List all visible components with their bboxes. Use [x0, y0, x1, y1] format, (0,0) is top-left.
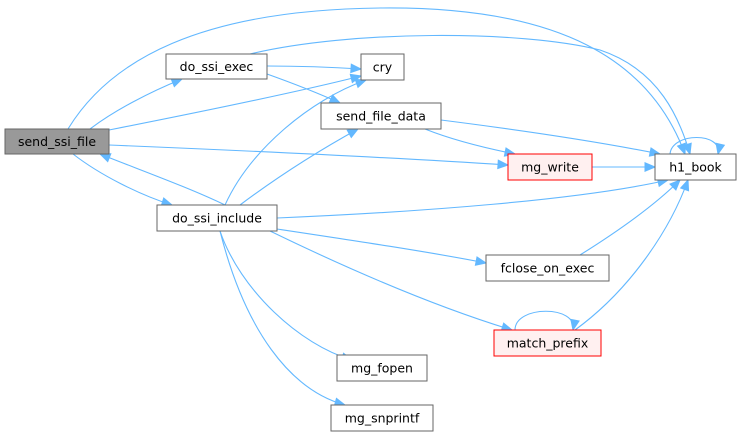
edge-match-prefix-to-h1-book-arrowhead [679, 178, 690, 192]
node-label: mg_write [521, 160, 579, 175]
node-send-file-data[interactable]: send_file_data [320, 102, 442, 130]
edge-send-file-data-to-h1-book [440, 119, 662, 157]
edge-do-ssi-include-to-send-ssi-file-line [99, 153, 226, 206]
edge-send-ssi-file-to-do-ssi-include-line [72, 153, 173, 206]
node-box[interactable] [493, 329, 602, 357]
edge-send-ssi-file-to-do-ssi-include [72, 153, 174, 207]
edge-do-ssi-exec-to-send-file-data [266, 73, 342, 104]
node-box[interactable] [507, 153, 593, 181]
node-mg-fopen[interactable]: mg_fopen [336, 354, 428, 382]
edge-send-ssi-file-to-cry [108, 73, 363, 131]
node-box[interactable] [165, 53, 268, 80]
edge-h1-book-to-h1-book [669, 136, 726, 156]
node-label: mg_snprintf [345, 411, 420, 426]
node-box[interactable] [360, 53, 405, 81]
edge-send-ssi-file-to-mg-write [108, 144, 510, 170]
edge-do-ssi-include-to-cry-line [224, 79, 367, 206]
edge-match-prefix-to-h1-book-line [574, 179, 689, 331]
edge-do-ssi-include-to-cry-arrowhead [354, 78, 368, 89]
edge-do-ssi-exec-to-cry-arrowhead [350, 63, 363, 74]
node-mg-write[interactable]: mg_write [507, 153, 593, 181]
edge-do-ssi-include-to-send-ssi-file-arrowhead [98, 153, 112, 163]
edge-do-ssi-include-to-mg-snprintf-line [219, 230, 346, 406]
node-label: do_ssi_include [172, 211, 262, 226]
edge-do-ssi-exec-to-h1-book-arrowhead [682, 142, 692, 156]
node-label: send_ssi_file [18, 134, 96, 149]
edge-do-ssi-include-to-mg-fopen-line [219, 230, 353, 361]
node-box[interactable] [320, 102, 442, 130]
node-match-prefix[interactable]: match_prefix [493, 329, 602, 357]
edge-do-ssi-include-to-mg-fopen [219, 230, 354, 362]
node-box[interactable] [4, 128, 110, 155]
node-do-ssi-include[interactable]: do_ssi_include [156, 204, 278, 232]
node-label: do_ssi_exec [180, 59, 254, 74]
node-cry[interactable]: cry [360, 53, 405, 81]
edge-send-ssi-file-to-cry-line [108, 75, 362, 131]
node-h1-book[interactable]: h1_book [654, 153, 737, 181]
edge-fclose-on-exec-to-h1-book-line [579, 179, 681, 256]
edge-do-ssi-include-to-fclose-on-exec [276, 228, 488, 266]
node-fclose-on-exec[interactable]: fclose_on_exec [485, 254, 610, 282]
node-label: cry [373, 60, 393, 75]
edge-do-ssi-exec-to-h1-book-line [249, 34, 691, 155]
edge-fclose-on-exec-to-h1-book-arrowhead [669, 179, 681, 191]
edge-do-ssi-include-to-match-prefix [269, 230, 514, 332]
node-label: fclose_on_exec [501, 261, 595, 276]
edge-match-prefix-to-match-prefix [514, 310, 580, 332]
edge-send-file-data-to-mg-write-line [424, 128, 516, 155]
edge-send-ssi-file-to-mg-write-line [108, 144, 509, 166]
edge-do-ssi-include-to-h1-book [276, 177, 670, 219]
edge-do-ssi-exec-to-send-file-data-line [266, 73, 341, 104]
node-box[interactable] [485, 254, 610, 282]
node-box[interactable] [654, 153, 737, 181]
edge-do-ssi-include-to-send-file-data-line [239, 128, 359, 206]
edge-do-ssi-exec-to-cry [266, 63, 363, 74]
edge-send-ssi-file-to-mg-write-arrowhead [497, 159, 510, 170]
node-do-ssi-exec[interactable]: do_ssi_exec [165, 53, 268, 80]
edge-fclose-on-exec-to-h1-book [579, 179, 681, 256]
edge-mg-write-to-h1-book [592, 162, 657, 172]
node-label: mg_fopen [351, 361, 413, 376]
node-label: send_file_data [336, 109, 426, 124]
node-send-ssi-file[interactable]: send_ssi_file [4, 128, 110, 155]
edge-send-ssi-file-to-h1-book-line [67, 7, 686, 155]
edge-do-ssi-include-to-fclose-on-exec-line [276, 228, 487, 264]
edge-mg-write-to-h1-book-arrowhead [644, 162, 657, 172]
edge-do-ssi-include-to-send-ssi-file [98, 153, 226, 206]
edge-do-ssi-include-to-h1-book-line [276, 179, 669, 219]
edge-do-ssi-include-to-send-file-data [239, 128, 360, 206]
edge-send-ssi-file-to-do-ssi-exec-arrowhead [170, 78, 184, 88]
node-box[interactable] [156, 204, 278, 232]
edge-do-ssi-exec-to-h1-book [249, 34, 692, 156]
edge-do-ssi-include-to-cry [224, 78, 368, 206]
edge-do-ssi-include-to-match-prefix-line [269, 230, 513, 331]
edge-send-file-data-to-h1-book-line [440, 119, 661, 155]
edge-do-ssi-include-to-send-file-data-arrowhead [346, 128, 360, 139]
edge-h1-book-to-h1-book-arrowhead [715, 142, 726, 156]
edge-send-ssi-file-to-do-ssi-exec-line [89, 78, 183, 130]
nodes-layer: send_ssi_file do_ssi_exec cry send_file_dat… [4, 53, 737, 432]
edge-do-ssi-include-to-fclose-on-exec-arrowhead [474, 256, 488, 266]
node-label: match_prefix [507, 336, 589, 351]
edge-match-prefix-to-match-prefix-line [514, 310, 574, 331]
edge-send-ssi-file-to-h1-book [67, 7, 686, 156]
node-mg-snprintf[interactable]: mg_snprintf [330, 404, 434, 432]
node-box[interactable] [336, 354, 428, 382]
node-label: h1_book [669, 160, 722, 175]
edge-match-prefix-to-h1-book [574, 178, 690, 331]
edge-match-prefix-to-match-prefix-arrowhead [570, 318, 580, 332]
edge-do-ssi-exec-to-cry-line [266, 65, 362, 70]
node-box[interactable] [330, 404, 434, 432]
edge-send-file-data-to-mg-write [424, 128, 517, 157]
